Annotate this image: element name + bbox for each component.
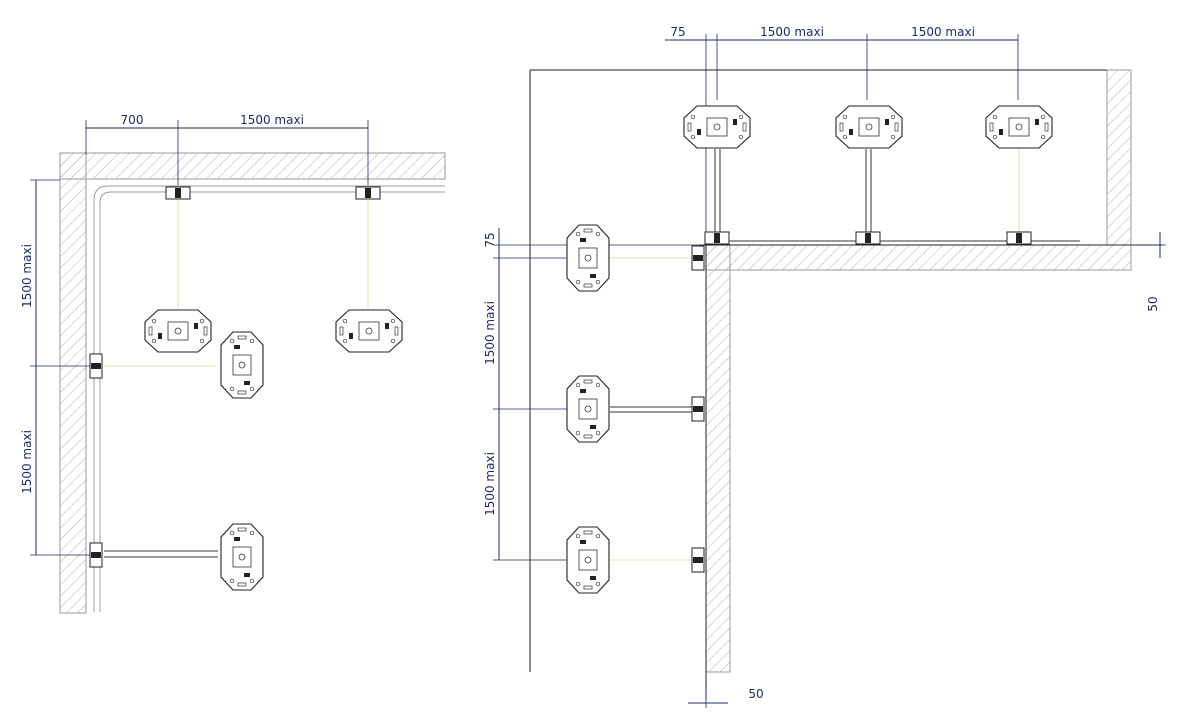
right-view: 75 1500 maxi 1500 maxi 75 1500 maxi 1500… <box>483 25 1166 708</box>
right-side-bracket-2 <box>691 396 705 422</box>
left-top-bracket-1 <box>165 186 191 200</box>
right-side-bracket-3 <box>691 547 705 573</box>
right-plate-side-1 <box>567 225 609 291</box>
right-top-wall <box>1106 69 1132 246</box>
right-corner-wall-v <box>705 244 731 673</box>
left-top-wall <box>59 152 446 180</box>
right-corner-wall-h <box>705 244 1132 271</box>
left-side-bracket-1 <box>89 353 103 379</box>
right-dim-side-offset: 75 <box>483 232 497 247</box>
right-top-bracket-2 <box>855 231 881 245</box>
right-top-bracket-3 <box>1006 231 1032 245</box>
left-side-bracket-2 <box>89 542 103 568</box>
left-rail <box>93 185 445 612</box>
right-plate-top-3 <box>985 105 1053 149</box>
left-plate-top-1 <box>144 309 212 353</box>
right-dim-top-offset: 75 <box>670 25 685 39</box>
right-side-bracket-1 <box>691 245 705 271</box>
left-dim-side-upper: 1500 maxi <box>20 244 34 308</box>
left-plate-side-1 <box>221 332 263 398</box>
left-dim-top-short: 700 <box>121 113 144 127</box>
right-dim-top-span1: 1500 maxi <box>760 25 824 39</box>
right-dim-bottom-gap: 50 <box>748 687 763 701</box>
left-view: 700 1500 maxi 1500 maxi 1500 maxi <box>20 113 446 614</box>
left-side-wall <box>59 152 87 614</box>
right-top-bracket-1 <box>704 231 730 245</box>
left-dim-top-long: 1500 maxi <box>240 113 304 127</box>
right-dim-side-span2: 1500 maxi <box>483 452 497 516</box>
right-plate-side-3 <box>567 527 609 593</box>
right-plate-top-1 <box>683 105 751 149</box>
left-plate-top-2 <box>335 309 403 353</box>
left-dim-side-lower: 1500 maxi <box>20 430 34 494</box>
right-plate-side-2 <box>567 376 609 442</box>
right-plate-top-2 <box>835 105 903 149</box>
left-plate-side-2 <box>221 524 263 590</box>
right-dim-side-span1: 1500 maxi <box>483 301 497 365</box>
left-top-bracket-2 <box>355 186 381 200</box>
right-dim-right-gap: 50 <box>1146 296 1160 311</box>
right-dim-top-span2: 1500 maxi <box>911 25 975 39</box>
